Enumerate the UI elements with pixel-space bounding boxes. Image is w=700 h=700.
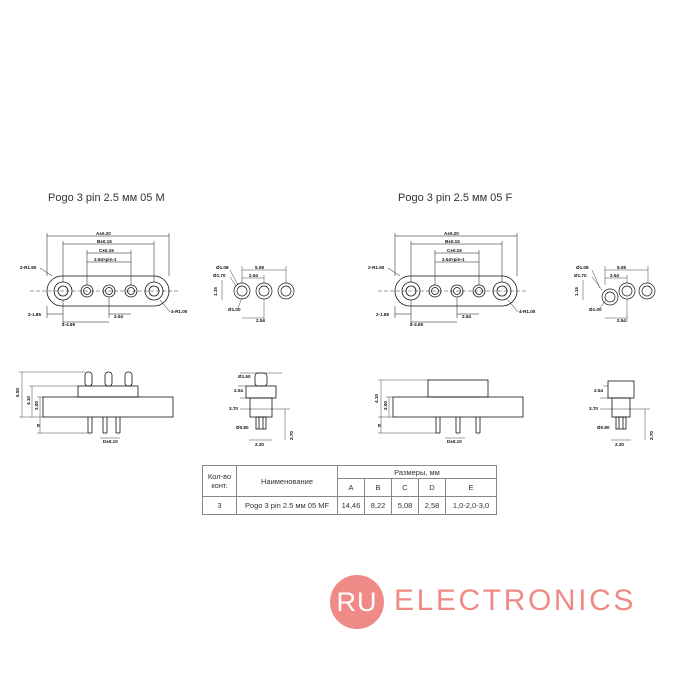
- dim-e: E: [37, 423, 40, 428]
- f-dim-185: 2-1.85: [376, 312, 389, 317]
- dim-100: Ø1.00: [228, 307, 241, 312]
- f-dim-410: 4.10: [374, 394, 379, 403]
- header-col-d: D: [418, 478, 446, 497]
- dim-254: 2.54: [114, 314, 123, 319]
- male-side-view: [19, 371, 174, 439]
- female-side-detail: [600, 380, 650, 441]
- f-dim-080: Ø0.80: [597, 425, 610, 430]
- dim-508: 5.08: [255, 265, 264, 270]
- dim-200: 2.00: [34, 401, 39, 410]
- logo-wordmark: ELECTRONICS: [394, 584, 636, 617]
- header-qty: Кол-во конт.: [202, 465, 237, 497]
- cell-qty: 3: [202, 496, 237, 515]
- f-dim-a: A±0.20: [444, 231, 459, 236]
- dim-170: Ø1.70: [213, 273, 226, 278]
- cell-a: 14,46: [337, 496, 365, 515]
- dim-r100: 4-R1.00: [171, 309, 188, 314]
- f-dim-pitch: 2.54×pin-1: [442, 257, 465, 262]
- f-dim-r100: 4-R1.00: [519, 309, 536, 314]
- dim-pin-254: 2.54: [249, 273, 258, 278]
- f-dim-170: Ø1.70: [574, 273, 587, 278]
- logo-circle: RU: [330, 575, 384, 629]
- f-dim-115: 1.15: [574, 287, 579, 296]
- f-dim-pin-254b: 2.54: [617, 318, 626, 323]
- dim-230: 2.30: [255, 442, 264, 447]
- female-top-view: [378, 233, 528, 326]
- dim-150: Ø1.50: [238, 374, 251, 379]
- dim-b: B±0.15: [97, 239, 112, 244]
- f-dim-254: 2.54: [462, 314, 471, 319]
- header-col-c: C: [391, 478, 419, 497]
- dim-185: 2-1.85: [28, 312, 41, 317]
- dim-410: 4.10: [26, 396, 31, 405]
- dim-pitch: 2.54×pin-1: [94, 257, 117, 262]
- drawing-title-male: Pogo 3 pin 2.5 мм 05 M: [48, 192, 165, 204]
- female-side-view: [378, 379, 524, 439]
- dim-370: 3.70: [229, 406, 238, 411]
- dim-side-254: 2.54: [234, 388, 243, 393]
- specs-table: Кол-во конт. Наименование Размеры, мм A …: [202, 465, 497, 515]
- dim-108: Ø1.08: [216, 265, 229, 270]
- female-pin-detail: [582, 266, 656, 322]
- pin-2: [102, 284, 116, 298]
- pin-1-inner: [83, 287, 91, 295]
- f-dim-200: 2.00: [383, 401, 388, 410]
- dim-469: 2-4.69: [62, 322, 75, 327]
- f-dim-508: 5.08: [617, 265, 626, 270]
- f-dim-c: C±0.15: [447, 248, 462, 253]
- dim-d010: D±0.10: [103, 439, 118, 444]
- f-dim-r160: 2-R1.60: [368, 265, 385, 270]
- header-col-b: B: [364, 478, 392, 497]
- side-body: [42, 396, 174, 418]
- table-row: 3 Pogo 3 pin 2.5 мм 05 MF 14,46 8,22 5,0…: [202, 496, 497, 515]
- f-dim-100: Ø1.00: [589, 307, 602, 312]
- cell-name: Pogo 3 pin 2.5 мм 05 MF: [236, 496, 338, 515]
- dim-r160: 2-R1.60: [20, 265, 37, 270]
- dim-c: C±0.15: [99, 248, 114, 253]
- pin-2-inner: [105, 287, 113, 295]
- f-dim-469: 2-4.69: [410, 322, 423, 327]
- cell-d: 2,58: [418, 496, 446, 515]
- f-dim-270: 2.70: [649, 431, 654, 440]
- dim-550: 5.50: [15, 388, 20, 397]
- dim-a: A±0.20: [96, 231, 111, 236]
- header-col-e: E: [445, 478, 497, 497]
- pin-3-inner: [127, 287, 135, 295]
- male-side-detail: [238, 372, 290, 441]
- header-col-a: A: [337, 478, 365, 497]
- header-name: Наименование: [236, 465, 338, 497]
- f-dim-e: E: [378, 423, 381, 428]
- f-dim-d010: D±0.10: [447, 439, 462, 444]
- mount-hole-left-inner: [57, 285, 69, 297]
- cell-b: 8,22: [364, 496, 392, 515]
- dim-115: 1.15: [213, 287, 218, 296]
- mount-hole-right-inner: [148, 285, 160, 297]
- male-top-view: [30, 233, 180, 326]
- cell-e: 1,0-2,0-3,0: [445, 496, 497, 515]
- f-dim-b: B±0.15: [445, 239, 460, 244]
- f-dim-230: 2.30: [615, 442, 624, 447]
- f-dim-pin-254: 2.54: [610, 273, 619, 278]
- cell-c: 5,08: [391, 496, 419, 515]
- f-dim-108: Ø1.08: [576, 265, 589, 270]
- header-sizes: Размеры, мм: [337, 465, 497, 479]
- dim-pin-254b: 2.54: [256, 318, 265, 323]
- drawing-title-female: Pogo 3 pin 2.5 мм 05 F: [398, 192, 513, 204]
- ru-electronics-logo: RU ELECTRONICS: [330, 574, 633, 630]
- f-dim-370: 3.70: [589, 406, 598, 411]
- dim-270: 2.70: [289, 431, 294, 440]
- dim-080: Ø0.80: [236, 425, 249, 430]
- f-dim-side-254: 2.54: [594, 388, 603, 393]
- male-pin-detail: [221, 266, 295, 322]
